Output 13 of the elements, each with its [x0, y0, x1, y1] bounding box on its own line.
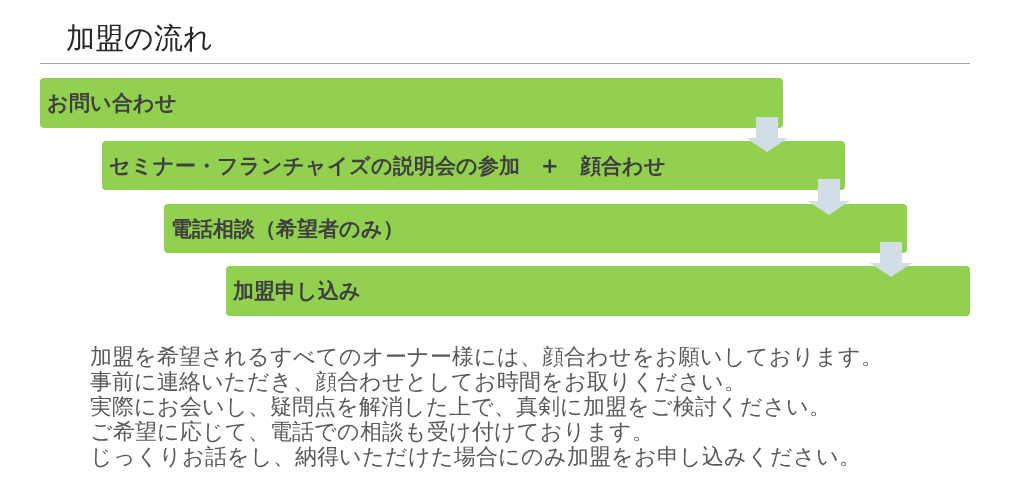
- note-text: 加盟を希望されるすべてのオーナー様には、顔合わせをお願いしております。: [90, 344, 883, 369]
- step-box: セミナー・フランチャイズの説明会の参加 + 顔合わせ: [102, 141, 845, 190]
- note-text: じっくりお話をし、納得いただけた場合にのみ加盟をお申し込みください。: [90, 444, 861, 469]
- step-box: 加盟申し込み: [226, 266, 970, 316]
- block-arrow: [746, 117, 788, 152]
- step-box: 電話相談（希望者のみ）: [164, 204, 907, 253]
- note-text: 実際にお会いし、疑問点を解消した上で、真剣に加盟をご検討ください。: [90, 394, 831, 419]
- block-arrow: [870, 242, 912, 277]
- step-box: お問い合わせ: [40, 78, 783, 128]
- title-text: 加盟の流れ: [66, 20, 213, 57]
- note-text: 事前に連絡いただき、顔合わせとしてお時間をお取りください。: [90, 369, 746, 394]
- block-arrow: [808, 179, 850, 215]
- note-text: ご希望に応じて、電話での相談も受け付けております。: [90, 419, 654, 444]
